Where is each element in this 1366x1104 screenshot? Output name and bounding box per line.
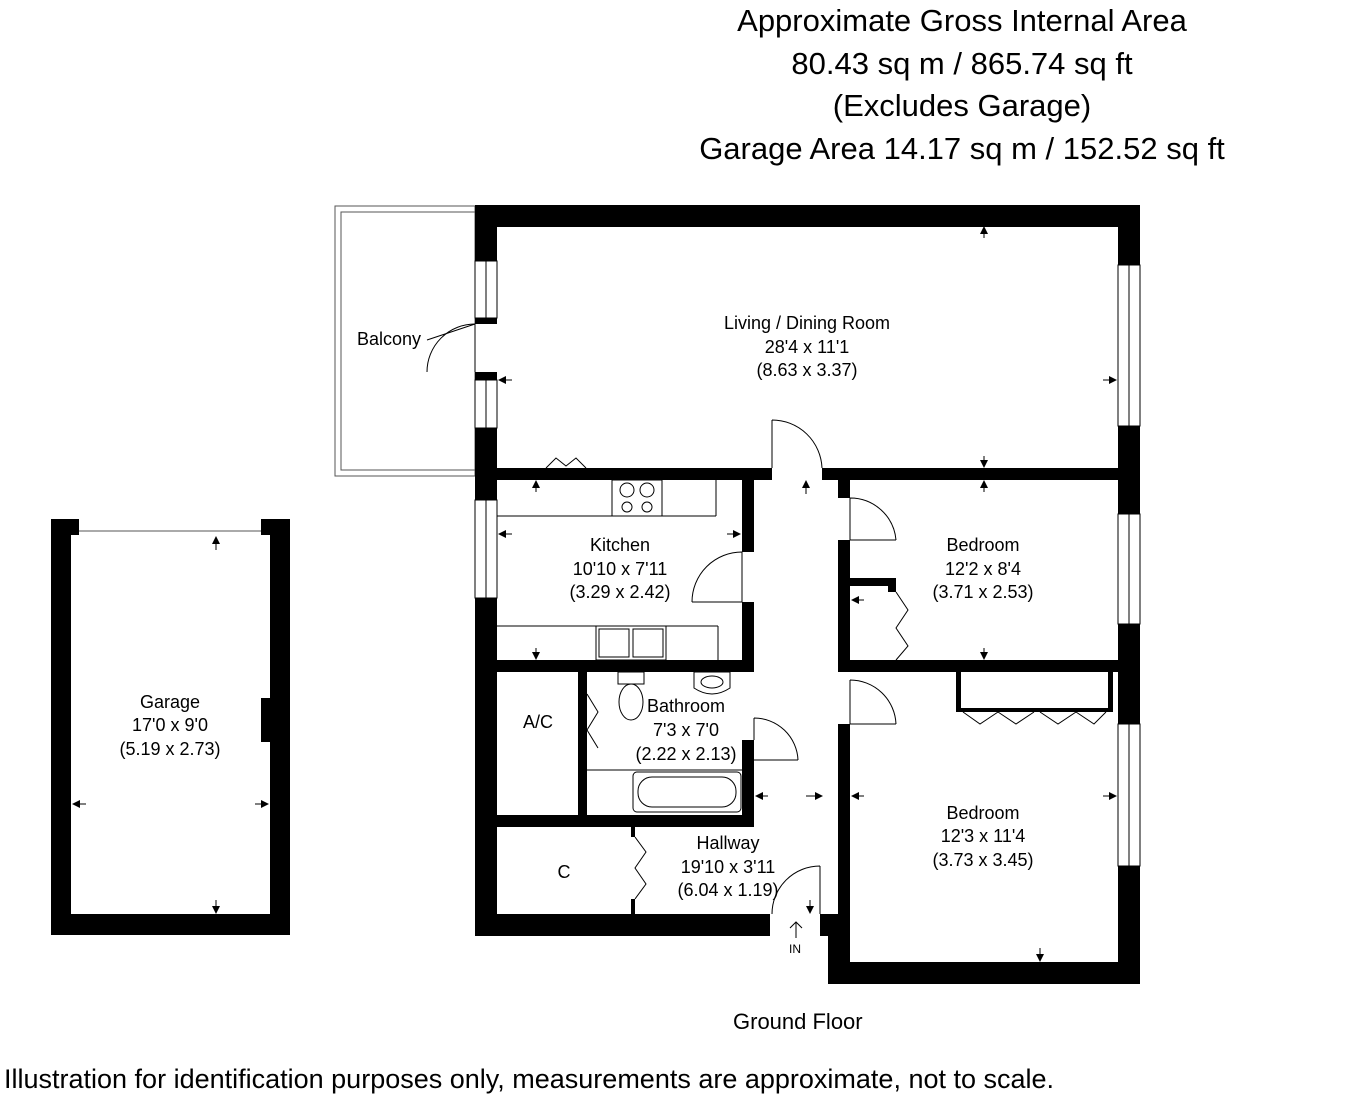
area-title: Approximate Gross Internal Area <box>737 3 1187 38</box>
bathroom-imperial: 7'3 x 7'0 <box>653 720 719 740</box>
hallway-name: Hallway <box>696 833 759 853</box>
kitchen-name: Kitchen <box>590 535 650 555</box>
kitchen-fittings <box>497 479 719 661</box>
garage-name: Garage <box>140 692 200 712</box>
hallway-metric: (6.04 x 1.19) <box>677 880 778 900</box>
bathroom-fittings <box>587 671 742 813</box>
cupboard-name: C <box>558 862 571 882</box>
garage-walls <box>51 519 290 935</box>
room-labels: Balcony Living / Dining Room 28'4 x 11'1… <box>119 313 1033 956</box>
bedroom2-metric: (3.73 x 3.45) <box>932 850 1033 870</box>
kitchen-imperial: 10'10 x 7'11 <box>573 559 668 579</box>
living-metric: (8.63 x 3.37) <box>756 360 857 380</box>
hallway-imperial: 19'10 x 3'11 <box>681 857 776 877</box>
bedroom1-name: Bedroom <box>946 535 1019 555</box>
outer-walls <box>475 205 1140 984</box>
doors <box>426 323 1107 915</box>
ac-name: A/C <box>523 712 553 732</box>
dimension-arrows <box>72 226 1117 962</box>
bedroom1-metric: (3.71 x 2.53) <box>932 582 1033 602</box>
living-name: Living / Dining Room <box>724 313 890 333</box>
bedroom2-name: Bedroom <box>946 803 1019 823</box>
bedroom1-imperial: 12'2 x 8'4 <box>945 559 1021 579</box>
disclaimer: Illustration for identification purposes… <box>4 1064 1055 1094</box>
bedroom2-imperial: 12'3 x 11'4 <box>941 826 1026 846</box>
living-imperial: 28'4 x 11'1 <box>765 337 850 357</box>
floor-name: Ground Floor <box>733 1009 863 1034</box>
bathroom-metric: (2.22 x 2.13) <box>635 744 736 764</box>
balcony-name: Balcony <box>357 329 421 349</box>
entrance-label: IN <box>789 942 801 956</box>
entrance-arrow <box>789 921 803 938</box>
bathroom-name: Bathroom <box>647 696 725 716</box>
kitchen-metric: (3.29 x 2.42) <box>569 582 670 602</box>
interior-walls <box>497 468 1118 914</box>
area-internal: 80.43 sq m / 865.74 sq ft <box>791 45 1133 81</box>
area-excludes: (Excludes Garage) <box>832 88 1092 123</box>
garage-imperial: 17'0 x 9'0 <box>132 715 208 735</box>
area-summary: Approximate Gross Internal Area 80.43 sq… <box>562 0 1362 170</box>
garage-metric: (5.19 x 2.73) <box>119 739 220 759</box>
windows <box>474 260 1141 867</box>
area-garage: Garage Area 14.17 sq m / 152.52 sq ft <box>699 130 1225 166</box>
